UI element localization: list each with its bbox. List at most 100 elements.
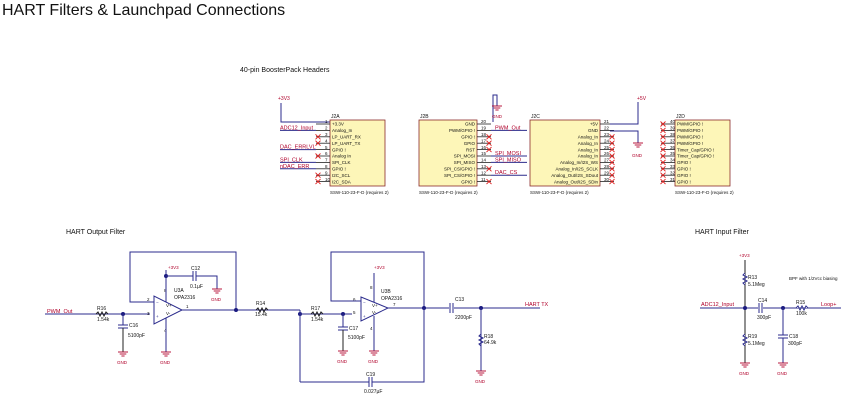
j2d-pin-38: PWM/GPIO !38	[660, 132, 703, 140]
output-filter-title: HART Output Filter	[66, 229, 126, 236]
j2d-pin-37: PWM/GPIO !37	[660, 138, 703, 147]
c13-value: 2200pF	[455, 315, 472, 321]
r18-gnd-label: GND	[475, 379, 486, 384]
j2d-pin-number: 37	[670, 138, 676, 143]
u3a-pin-inv: 2	[147, 297, 150, 302]
u3a-vplus: V+	[166, 303, 172, 308]
r13-value: 5.1Meg	[748, 282, 765, 288]
j2c-pin-number: 26	[604, 151, 610, 156]
j2b-pin-name: SPI_CS/GPIO !	[444, 167, 475, 172]
r19-ref: R19	[748, 334, 757, 340]
j2b-pin-number: 15	[481, 151, 487, 156]
j2b-pin-13: SPI_CS/GPIO !13	[444, 164, 492, 172]
j2a-body	[329, 119, 386, 187]
j2b-pin-number: 11	[481, 177, 486, 182]
j2d-pin-name: PWM/GPIO !	[677, 122, 703, 127]
j2a-pin-6: Analog In6	[315, 151, 352, 159]
j2c-part-note: SSW-110-23-F-D (requires 2)	[530, 190, 589, 195]
j2a-pin-name: LP_UART_RX	[332, 135, 361, 140]
j2d-pin-number: 33	[670, 164, 676, 169]
j2d-pin-name: PWM/GPIO !	[677, 135, 703, 140]
j2d-pin-31: GPIO !31	[660, 177, 691, 185]
j2b-pin-name: SPI_MOSI	[454, 154, 475, 159]
j2c-power-net: +5V	[637, 96, 647, 102]
j2a-pin-name: SPI_CLK	[332, 160, 351, 165]
j2c-pin-number: 24	[604, 138, 610, 143]
j2d-pin-name: Timer_Cap/GPIO !	[677, 147, 714, 152]
j2b-net-label: DAC_CS	[495, 170, 518, 176]
u3b-pin-out: 7	[393, 302, 396, 307]
j2b-pin-number: 17	[481, 138, 487, 143]
input-filter-title: HART Input Filter	[695, 229, 749, 236]
j2c-pin-name: Analog_Out/I2S_SDin	[554, 179, 599, 184]
j2a-pin-name: Analog In	[332, 154, 352, 159]
j2d-pin-number: 31	[670, 177, 676, 182]
j2c-pin-30: Analog_Out/I2S_SDin 30	[554, 177, 615, 185]
j2b-body	[418, 119, 478, 187]
c14-value: 300pF	[757, 315, 771, 321]
hart-input-filter: HART Input Filter BPF with 1/2Vcc biasin…	[695, 229, 841, 376]
j2d-pin-number: 36	[670, 145, 676, 150]
j2a-pin-name: Analog_In	[332, 128, 353, 133]
c17-value: 5100pF	[348, 335, 365, 341]
c19-ref: C19	[366, 372, 375, 378]
svg-text:−: −	[156, 300, 159, 305]
j2d-part-note: SSW-110-23-F-D (requires 2)	[675, 190, 734, 195]
c12-value: 0.1µF	[190, 284, 203, 290]
svg-text:−: −	[363, 300, 366, 305]
u3a-power-net: +3V3	[168, 265, 179, 270]
j2c-ref: J2C	[531, 114, 540, 120]
j2d-pin-39: PWM/GPIO !39	[660, 126, 703, 134]
j2a-pin-name: LP_UART_TX	[332, 141, 360, 146]
j2c-pin-name: Analog_In	[578, 141, 599, 146]
c17-gnd-label: GND	[337, 359, 348, 364]
j2a-pin-number: 4	[325, 138, 328, 143]
j2d-pin-name: GPIO !	[677, 167, 691, 172]
c17-ref: C17	[349, 326, 358, 332]
r13-ref: R13	[748, 275, 757, 281]
j2a-pin-1: +3.3V1	[316, 119, 344, 127]
u3b-power-net: +3V3	[374, 265, 385, 270]
j2a-ref: J2A	[331, 114, 340, 120]
j2d-pin-name: PWM/GPIO !	[677, 141, 703, 146]
j2b-pin-11: GPIO !11	[461, 177, 492, 185]
j2c-pin-name: +5V	[590, 122, 598, 127]
j2d-body	[674, 119, 731, 187]
svg-text:+: +	[156, 314, 159, 319]
j2d-pin-name: PWM/GPIO !	[677, 128, 703, 133]
j2d-pin-33: GPIO !33	[660, 164, 691, 172]
j2a-power-net: +3V3	[278, 96, 290, 102]
j2d-pin-number: 32	[670, 170, 676, 175]
j2a-net-label: nDAC_ERR	[280, 164, 309, 170]
j2d-pin-40: PWM/GPIO !40	[660, 119, 703, 127]
j2c-pin-number: 23	[604, 132, 610, 137]
j2b-pin-number: 19	[481, 126, 487, 131]
j2c-pin-number: 30	[604, 177, 610, 182]
j2b-pin-number: 16	[481, 145, 487, 150]
j2a-part-note: SSW-110-23-F-D (requires 2)	[330, 190, 389, 195]
j2b-gnd-label: GND	[492, 114, 503, 119]
r15-value: 100k	[796, 311, 807, 317]
u3b-gnd-label: GND	[368, 359, 379, 364]
c12-gnd-label: GND	[211, 297, 222, 302]
j2a-pin-number: 8	[325, 164, 328, 169]
j2d-pin-number: 38	[670, 132, 676, 137]
j2c-pin-name: Analog_In/I2S_SCLK	[555, 167, 598, 172]
j2a-pin-number: 9	[325, 170, 328, 175]
r19-value: 5.1Meg	[748, 341, 765, 347]
c14-ref: C14	[758, 298, 767, 304]
u3a-gnd-label: GND	[160, 360, 171, 365]
j2b-ref: J2B	[420, 114, 429, 120]
c18-value: 300pF	[788, 341, 802, 347]
r16-value: 1.54k	[97, 317, 110, 323]
